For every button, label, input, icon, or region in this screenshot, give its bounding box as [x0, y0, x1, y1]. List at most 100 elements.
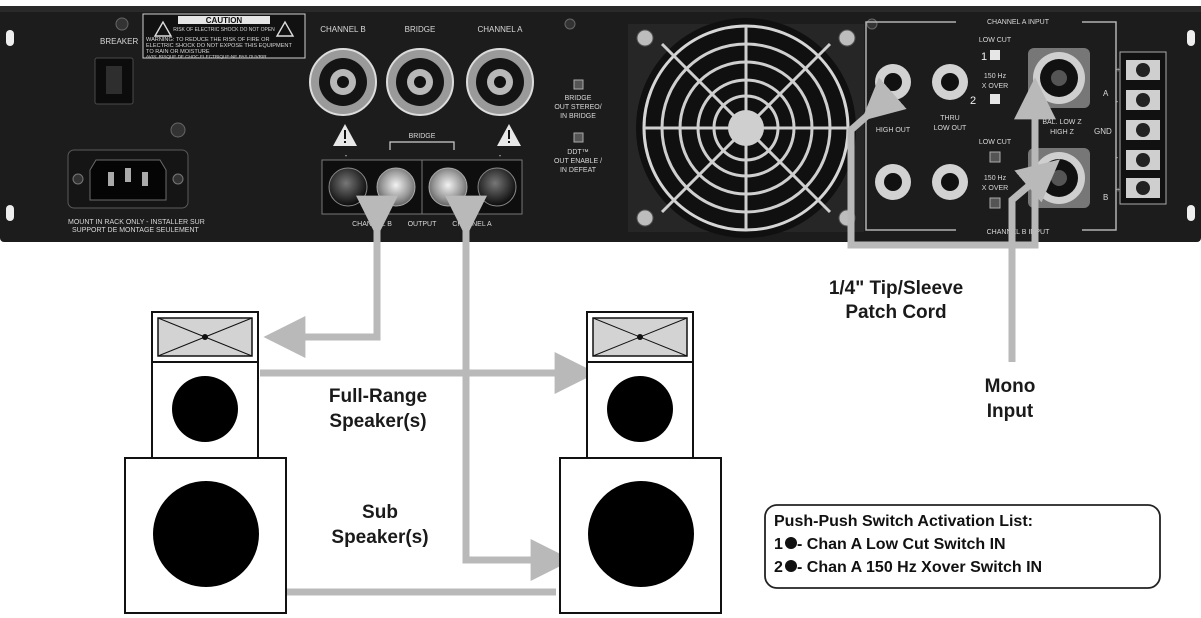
- terminal-plus-a: +: [1116, 67, 1120, 74]
- caution-subtitle: RISK OF ELECTRIC SHOCK DO NOT OPEN: [173, 27, 275, 33]
- post-minus-a: -: [499, 151, 502, 160]
- hz150-label-a-2: X OVER: [982, 83, 1008, 90]
- terminal-plus-b: +: [1116, 187, 1120, 194]
- hz150-label-b-1: 150 Hz: [984, 175, 1007, 182]
- binding-post-red: [376, 167, 416, 207]
- binding-post-black: [328, 167, 368, 207]
- full-range-label-1: Full-Range: [329, 386, 427, 407]
- bridge-switch: [573, 79, 584, 90]
- bridge-switch-label-3: IN BRIDGE: [560, 113, 596, 120]
- rack-hole-left-bottom: [6, 205, 14, 221]
- breaker-label: BREAKER: [100, 37, 138, 46]
- rack-hole-right-bottom: [1187, 205, 1195, 221]
- sub-label-2: Speaker(s): [331, 527, 428, 548]
- switch-number-2: 2: [970, 95, 976, 107]
- switch-number-1: 1: [981, 51, 987, 63]
- left-sub-woofer: [153, 481, 259, 587]
- bridge-bracket-label: BRIDGE: [409, 133, 436, 140]
- low-cut-label-b: LOW CUT: [979, 139, 1012, 146]
- warning-triangle-icon: [275, 20, 295, 37]
- channel-b-post-label: CHANNEL B: [352, 221, 392, 228]
- thru-label-1: THRU: [940, 115, 959, 122]
- legend-item-1-number: 1: [774, 536, 783, 553]
- warning-line-3: TO RAIN OR MOISTURE: [146, 49, 210, 55]
- amplifier-rear-panel: BREAKER CAUTION RISK OF ELECTRIC SHOCK D…: [0, 6, 1201, 242]
- warning-triangle-icon: [153, 20, 173, 37]
- patch-cord-label-1: 1/4" Tip/Sleeve: [829, 278, 963, 299]
- xover-switch-a: [990, 94, 1000, 104]
- arrow-mono-input: [1008, 159, 1060, 362]
- terminal-minus-a: -: [1116, 99, 1119, 106]
- left-fullrange-woofer: [172, 376, 238, 442]
- channel-b-output-label: CHANNEL B: [320, 25, 366, 34]
- low-cut-label-a: LOW CUT: [979, 37, 1012, 44]
- terminal-a-label: A: [1103, 89, 1109, 98]
- screw-icon: [866, 18, 878, 30]
- switch-activation-legend: Push-Push Switch Activation List: 1 - Ch…: [764, 504, 1161, 589]
- hz150-label-a-1: 150 Hz: [984, 73, 1007, 80]
- screw-icon: [564, 18, 576, 30]
- thru-label-2: LOW OUT: [934, 125, 967, 132]
- bridge-bracket: [389, 141, 455, 150]
- ddt-label-3: IN DEFEAT: [560, 167, 597, 174]
- channel-b-input-label: CHANNEL B INPUT: [987, 229, 1050, 236]
- mount-note-line-2: SUPPORT DE MONTAGE SEULEMENT: [72, 227, 200, 234]
- rack-hole-right-top: [1187, 30, 1195, 46]
- warning-line-1: WARNING: TO REDUCE THE RISK OF FIRE OR: [146, 37, 270, 43]
- screw-icon: [172, 173, 184, 185]
- screw-icon: [838, 29, 856, 47]
- avis-line: AVIS: RISQUE DE CHOC ELECTRIQUE-NE PAS O…: [146, 54, 267, 59]
- binding-post-black: [477, 167, 517, 207]
- channel-a-input-label: CHANNEL A INPUT: [987, 19, 1050, 26]
- patch-cord-label-2: Patch Cord: [845, 302, 946, 323]
- right-sub-woofer: [588, 481, 694, 587]
- ddt-switch: [573, 132, 584, 143]
- arrow-cha-to-right-sub: [445, 195, 573, 581]
- legend-item-2-text: - Chan A 150 Hz Xover Switch IN: [797, 559, 1042, 576]
- arrow-chb-to-left-fullrange: [263, 195, 398, 358]
- ddt-label-2: OUT ENABLE /: [554, 158, 602, 165]
- bal-label-1: BAL. LOW Z: [1042, 119, 1082, 126]
- cooling-fan: [628, 18, 864, 238]
- bridge-switch-label-1: BRIDGE: [565, 95, 592, 102]
- power-inlet: [67, 149, 189, 209]
- screw-icon: [115, 17, 129, 31]
- caution-sticker: CAUTION RISK OF ELECTRIC SHOCK DO NOT OP…: [142, 13, 306, 59]
- ddt-label-1: DDT™: [567, 149, 588, 156]
- legend-item-2-number: 2: [774, 559, 783, 576]
- bridge-output-label: BRIDGE: [405, 25, 436, 34]
- breaker-switch-inner: [106, 66, 122, 94]
- mono-input-label-2: Input: [987, 401, 1034, 422]
- full-range-label-2: Speaker(s): [329, 411, 426, 432]
- mount-note-line-1: MOUNT IN RACK ONLY - INSTALLER SUR: [68, 219, 205, 226]
- channel-a-post-label: CHANNEL A: [452, 221, 492, 228]
- xover-switch-b: [989, 197, 1001, 209]
- right-speaker-stack: [559, 311, 722, 614]
- terminal-minus-b: -: [1116, 155, 1119, 162]
- warning-line-2: ELECTRIC SHOCK DO NOT EXPOSE THIS EQUIPM…: [146, 43, 292, 49]
- bullet-dot-icon: [785, 537, 797, 549]
- output-label: OUTPUT: [408, 221, 438, 228]
- terminal-strip: [1119, 51, 1167, 205]
- channel-a-output-label: CHANNEL A: [477, 25, 523, 34]
- gnd-label: GND: [1094, 127, 1112, 136]
- mono-input-label-1: Mono: [985, 376, 1036, 397]
- bullet-dot-icon: [785, 560, 797, 572]
- high-out-label: HIGH OUT: [876, 127, 911, 134]
- speakon-bridge: [386, 48, 454, 116]
- connection-arrows: [230, 77, 1060, 613]
- bridge-switch-label-2: OUT STEREO/: [554, 104, 601, 111]
- screw-icon: [636, 209, 654, 227]
- screw-icon: [72, 173, 84, 185]
- caution-title: CAUTION: [206, 16, 243, 25]
- hz150-label-b-2: X OVER: [982, 185, 1008, 192]
- legend-title: Push-Push Switch Activation List:: [774, 513, 1033, 530]
- terminal-b-label: B: [1103, 193, 1108, 202]
- binding-post-red: [428, 167, 468, 207]
- bal-label-2: HIGH Z: [1050, 129, 1074, 136]
- legend-item-1-text: - Chan A Low Cut Switch IN: [797, 536, 1006, 553]
- rack-hole-left-top: [6, 30, 14, 46]
- low-cut-switch-b: [989, 151, 1001, 163]
- left-speaker-stack: [124, 311, 287, 614]
